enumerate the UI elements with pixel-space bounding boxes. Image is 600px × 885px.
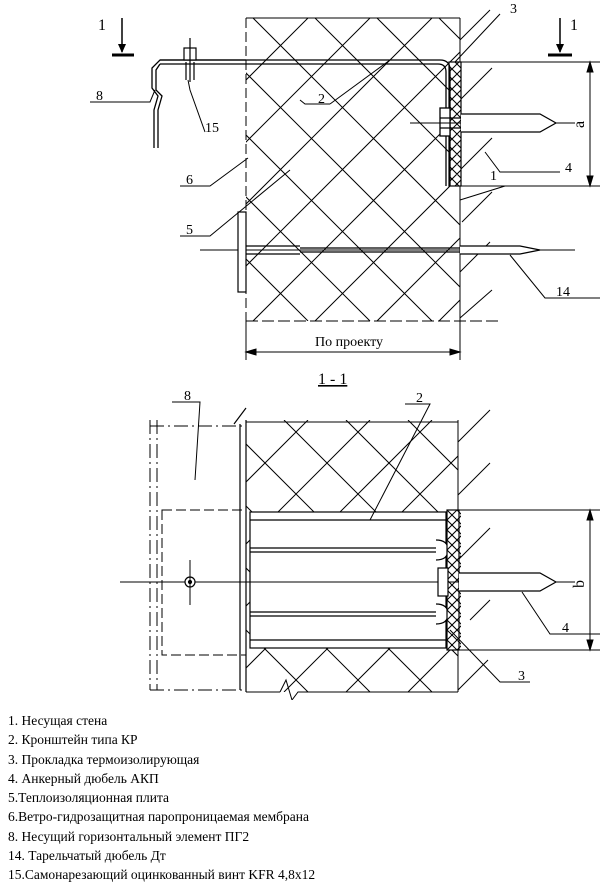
legend-list: 1. Несущая стена 2. Кронштейн типа КР 3.…	[8, 711, 315, 885]
callout-8: 8	[96, 89, 103, 104]
callout-4: 4	[565, 161, 572, 176]
callout-4-section: 4	[562, 621, 569, 636]
legend-item: 4. Анкерный дюбель АКП	[8, 770, 159, 786]
legend-item: 2. Кронштейн типа КР	[8, 732, 138, 748]
callout-1: 1	[490, 169, 497, 184]
callout-5: 5	[186, 223, 193, 238]
callout-2-section: 2	[416, 391, 423, 406]
callout-6: 6	[186, 173, 193, 188]
callouts-top	[90, 13, 600, 299]
callouts-section	[172, 401, 600, 683]
horizontal-element-section	[149, 420, 247, 691]
svg-text:a: a	[571, 121, 588, 128]
anchor-dowel-top	[410, 113, 575, 133]
section-title: 1 - 1	[318, 371, 347, 388]
bracket-section	[249, 511, 449, 649]
self-tapping-screw-top	[183, 38, 197, 82]
legend-item: 3. Прокладка термоизолирующая	[8, 751, 200, 767]
svg-text:1: 1	[98, 17, 106, 34]
legend-item: 8. Несущий горизонтальный элемент ПГ2	[8, 828, 250, 844]
legend-item: 5.Теплоизоляционная плита	[8, 790, 170, 806]
technical-drawing: 1 1	[90, 2, 600, 700]
plan-view: 1 1	[90, 2, 600, 360]
section-marker-right: 1	[548, 17, 578, 57]
dimension-project: По проекту	[244, 321, 462, 360]
horizontal-element-top	[151, 59, 246, 148]
legend-item: 1. Несущая стена	[8, 713, 108, 728]
svg-text:По проекту: По проекту	[315, 335, 383, 350]
callout-15: 15	[205, 121, 219, 136]
callout-3-section: 3	[518, 669, 525, 684]
svg-text:b: b	[571, 580, 588, 588]
legend-item: 6.Ветро-гидрозащитная паропроницаемая ме…	[8, 809, 309, 825]
legend-item: 14. Тарельчатый дюбель Дт	[8, 848, 166, 864]
dimension-a: a	[461, 60, 600, 188]
svg-text:1: 1	[570, 17, 578, 34]
anchor-dowel-section	[120, 560, 575, 605]
callout-8-section: 8	[184, 389, 191, 404]
load-bearing-wall-top	[459, 9, 493, 319]
section-marker-left: 1	[98, 17, 134, 57]
membrane-section	[233, 407, 247, 692]
bracket-top	[160, 59, 451, 186]
dimension-b: b	[459, 508, 600, 652]
callout-2: 2	[318, 92, 325, 107]
plate-dowel-top	[200, 211, 575, 293]
callout-14: 14	[556, 285, 570, 300]
legend-item: 15.Самонарезающий оцинкованный винт KFR …	[8, 867, 316, 883]
callout-3: 3	[510, 2, 517, 17]
section-view: b 8 2 4 3	[120, 389, 600, 700]
